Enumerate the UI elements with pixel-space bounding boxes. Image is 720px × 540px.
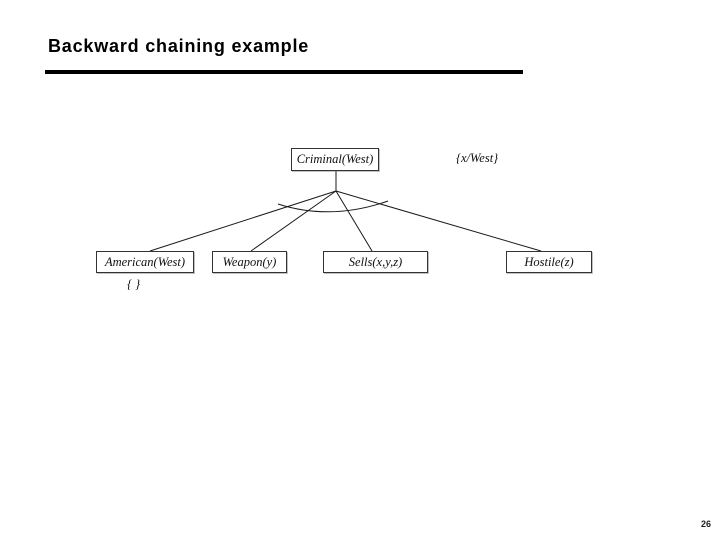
node-hostile-z: Hostile(z): [506, 251, 592, 273]
edge-to-american: [149, 190, 337, 252]
title-underline: [45, 70, 523, 74]
edge-to-hostile: [335, 190, 542, 252]
substitution-x-west: {x/West}: [456, 151, 499, 165]
page-number: 26: [700, 519, 711, 529]
node-weapon-y: Weapon(y): [212, 251, 287, 273]
edge-to-sells: [335, 190, 373, 252]
node-sells-xyz: Sells(x,y,z): [323, 251, 428, 273]
and-arc: [277, 200, 389, 213]
node-criminal-west: Criminal(West): [291, 148, 379, 171]
substitution-empty: { }: [127, 277, 141, 291]
node-american-west: American(West): [96, 251, 194, 273]
page-title: Backward chaining example: [48, 36, 310, 56]
edge-to-weapon: [250, 190, 337, 252]
